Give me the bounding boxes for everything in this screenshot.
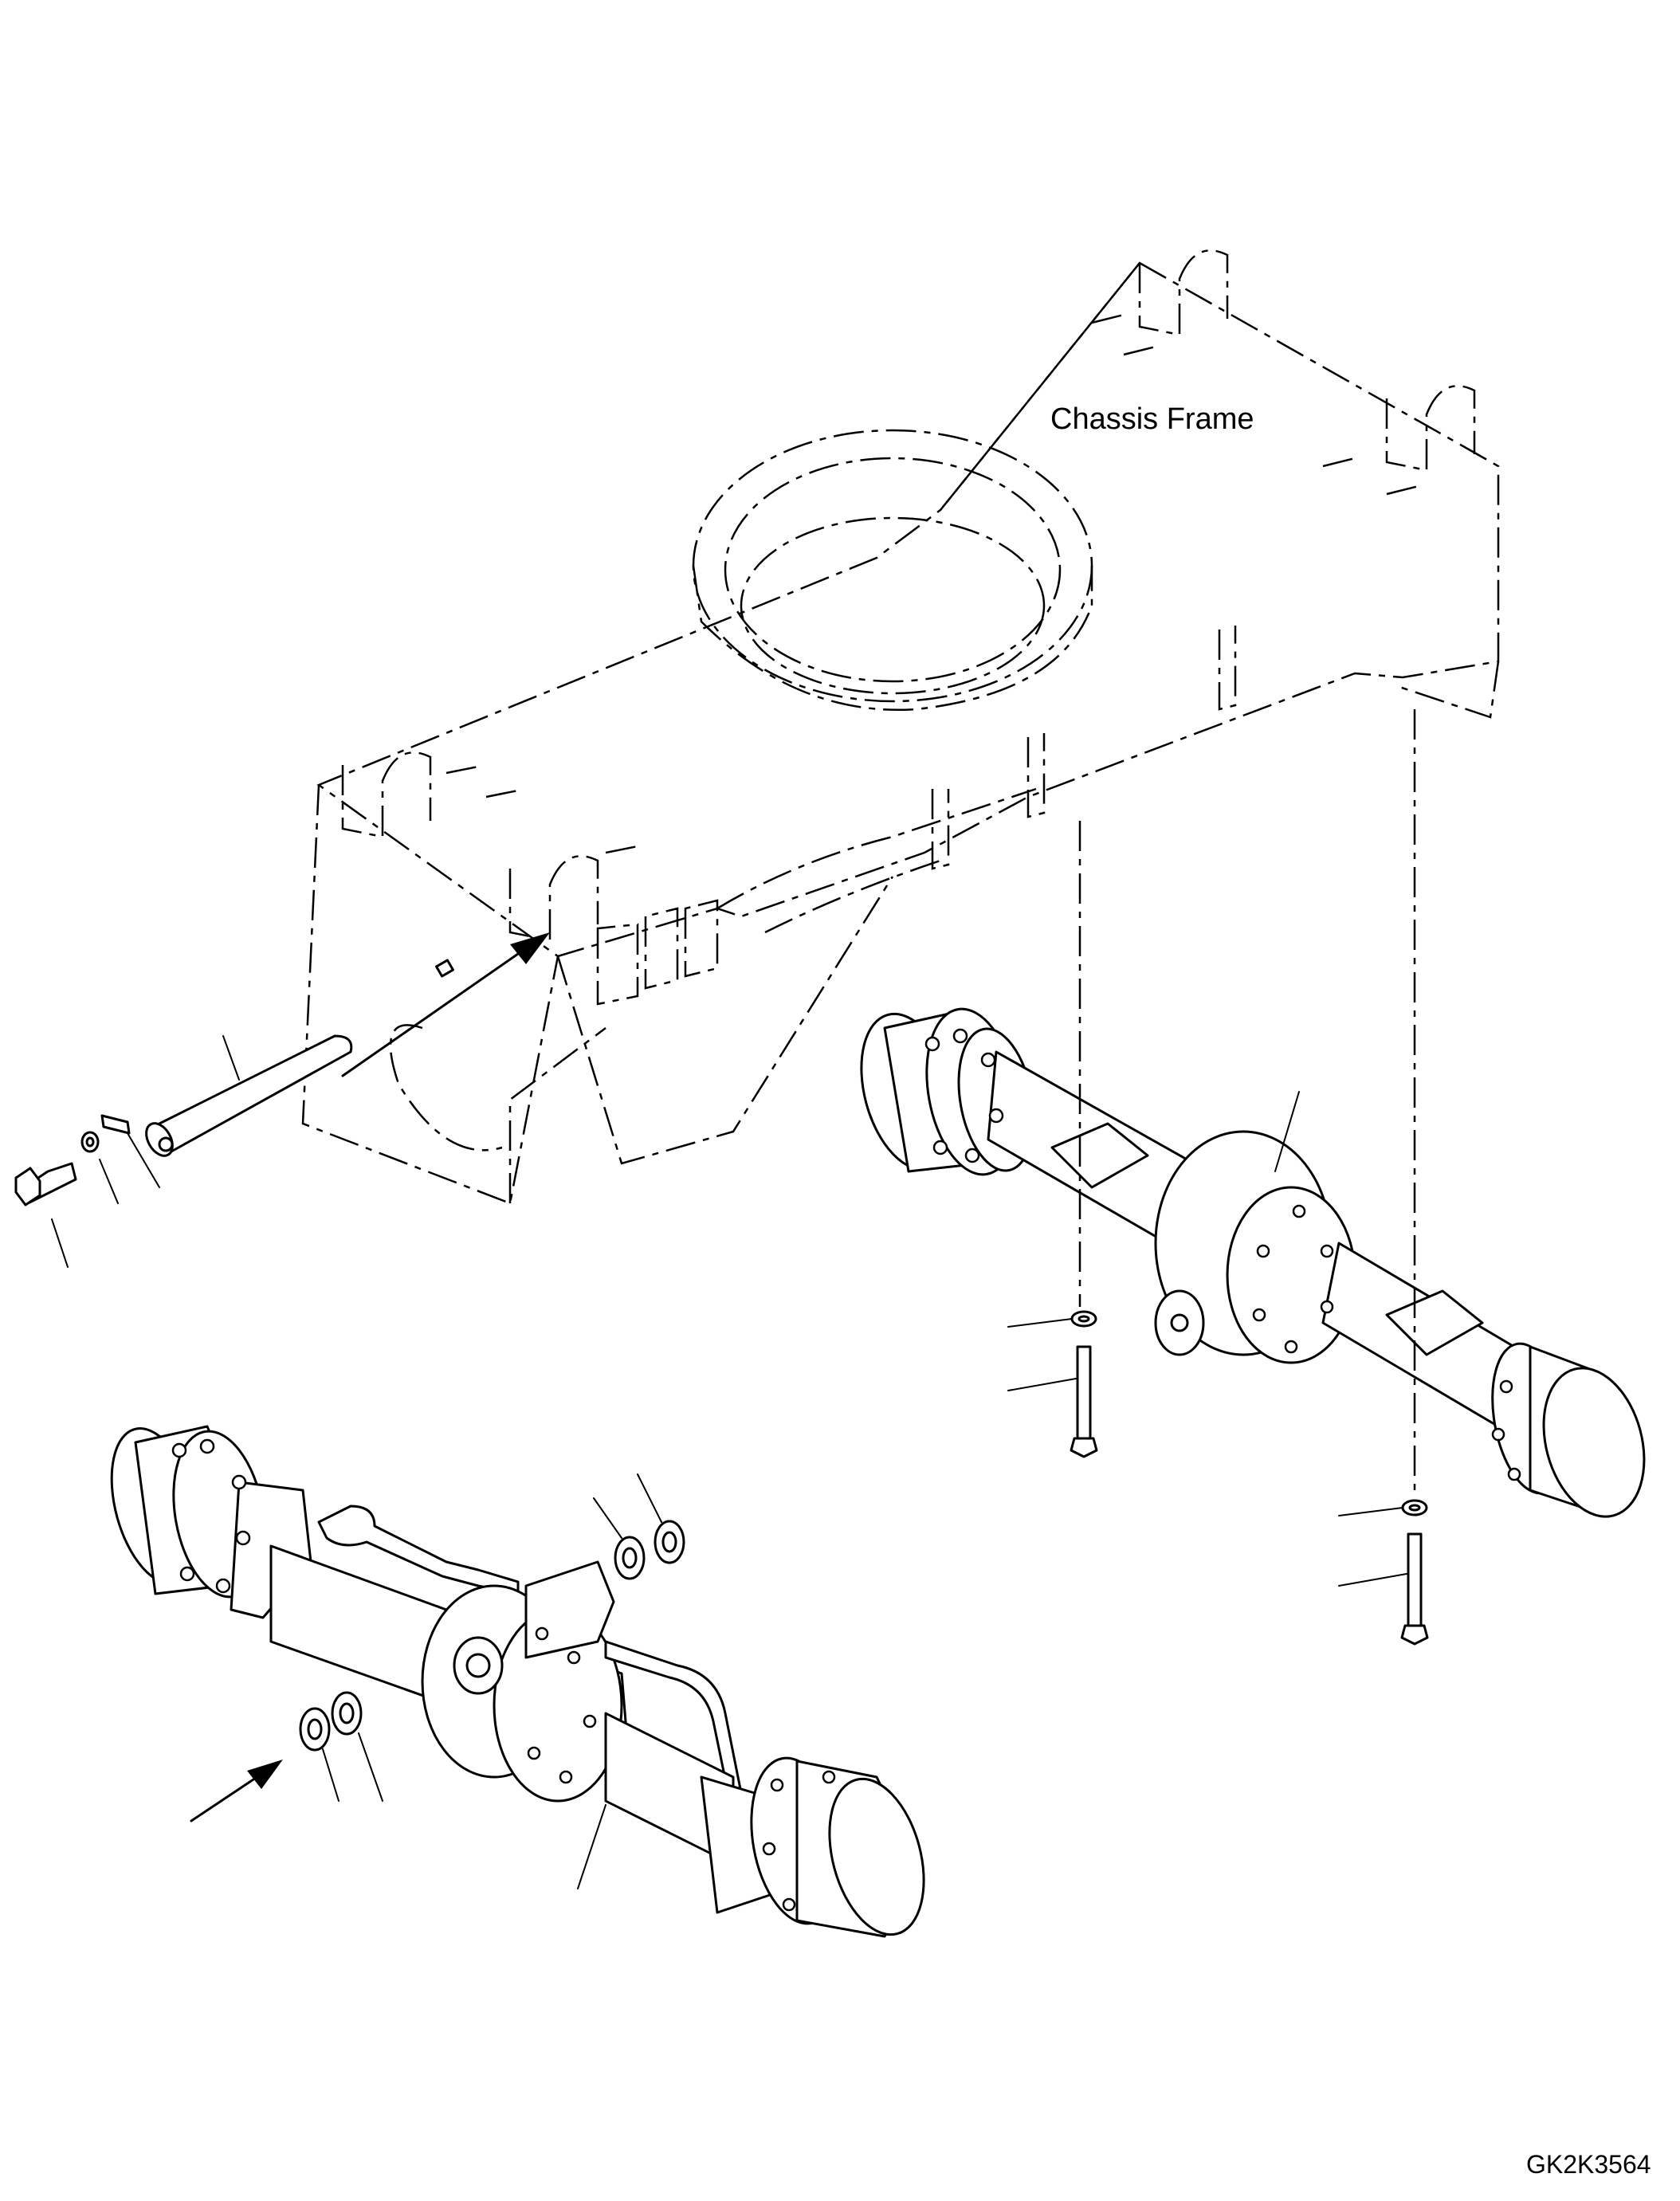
washer-icon (299, 1707, 340, 1802)
washer-icon (80, 1131, 119, 1204)
rear-axle-icon (860, 1007, 1646, 1518)
front-axle-insert-arrow-icon (190, 1760, 283, 1822)
frame-hole-icon (435, 959, 454, 978)
drawing-code-label: GK2K3564 (1526, 2150, 1651, 2179)
washer-icon (331, 1691, 383, 1802)
chassis-frame-label: Chassis Frame (1050, 402, 1254, 436)
hex-bolt-icon (14, 1162, 77, 1268)
washer-icon (1007, 1310, 1097, 1328)
lock-plate-icon (100, 1114, 160, 1188)
washer-icon (593, 1497, 646, 1580)
pin-insert-arrow-icon (341, 932, 550, 1077)
chassis-frame-icon (301, 249, 1500, 1205)
hex-bolt-icon (1338, 1532, 1429, 1646)
hex-bolt-icon (1007, 1345, 1098, 1458)
front-axle-icon (110, 1425, 925, 1938)
washer-icon (1338, 1499, 1428, 1516)
washer-icon (637, 1473, 685, 1564)
pivot-pin-icon (145, 1034, 353, 1157)
